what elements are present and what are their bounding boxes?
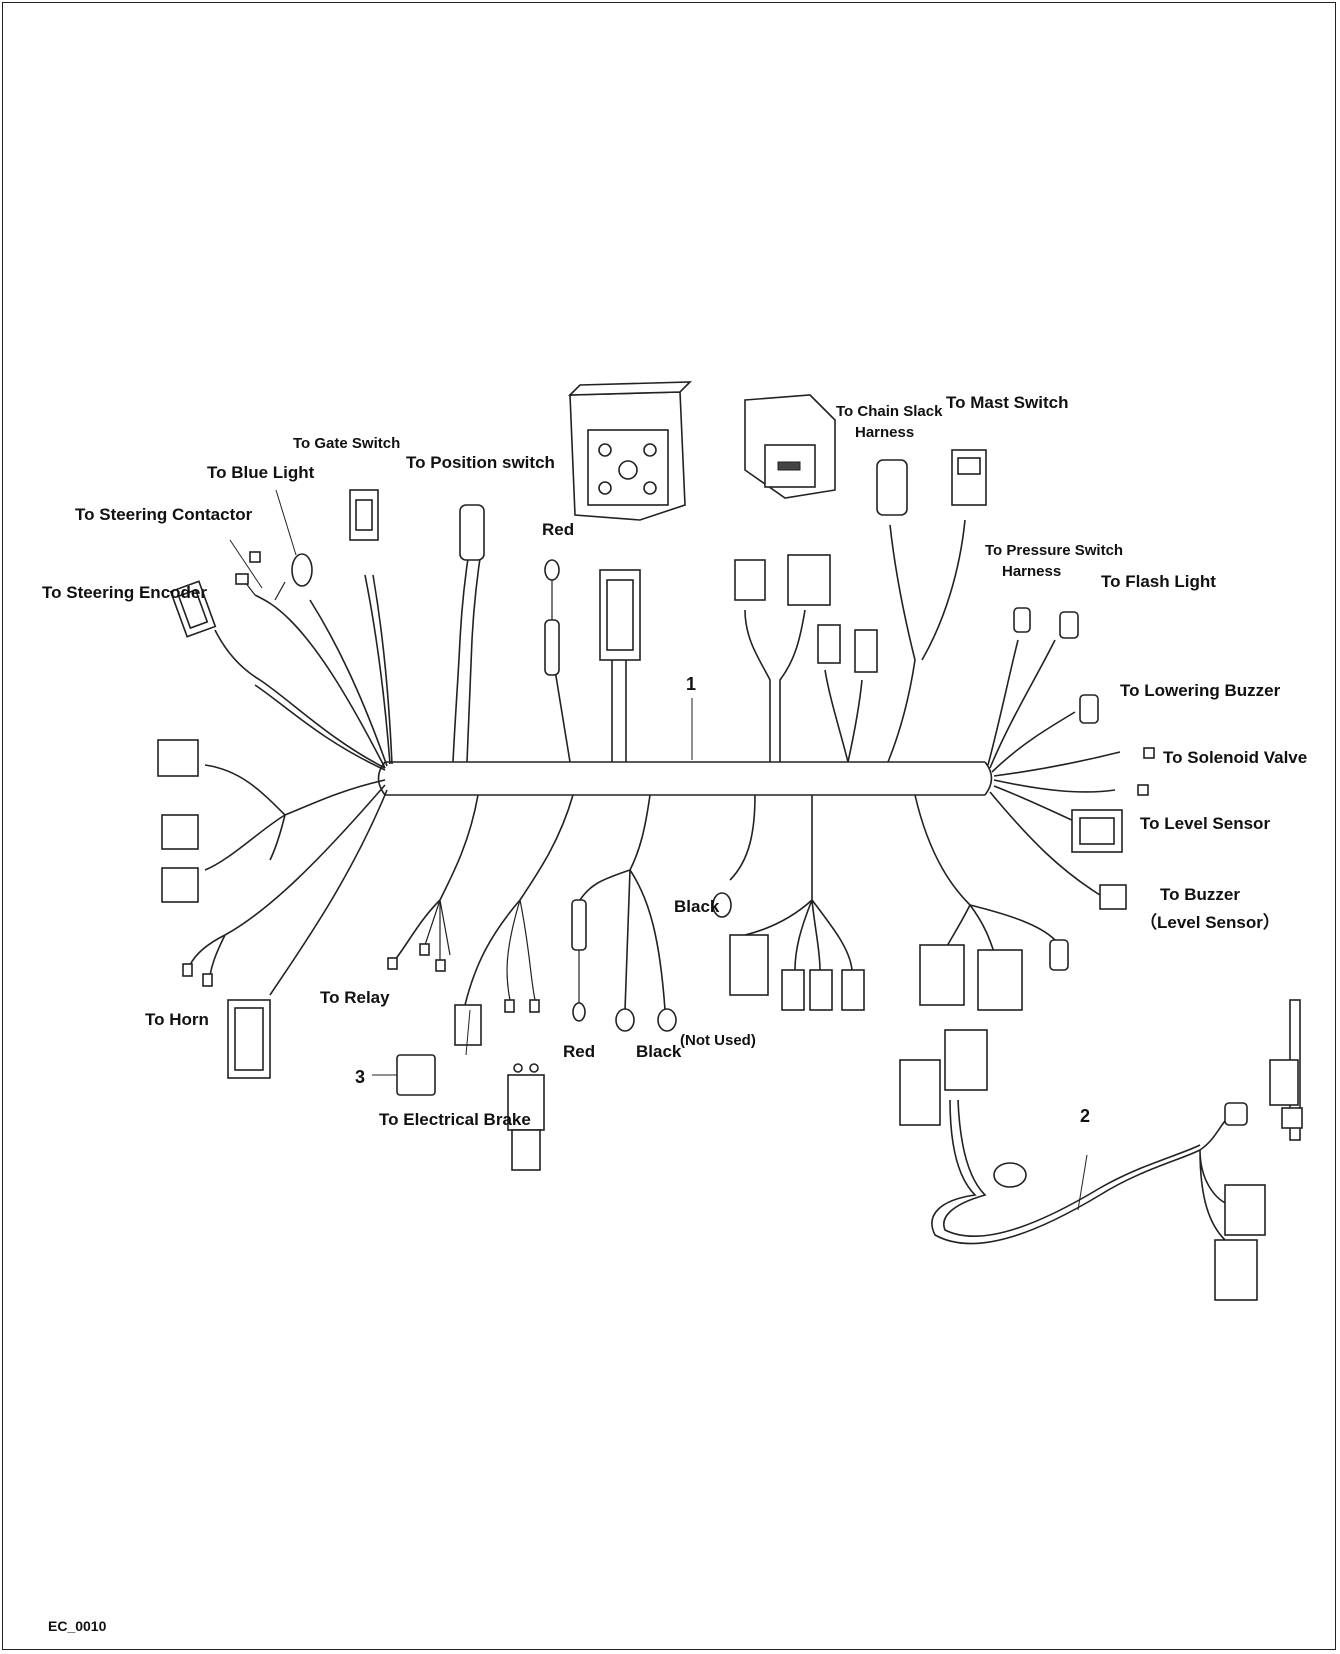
- branch-twin-connectors: [734, 554, 831, 762]
- branch-electrical-brake: [454, 794, 574, 1046]
- label-electrical-brake: To Electrical Brake: [379, 1110, 531, 1129]
- branch-black-mid: [712, 794, 756, 918]
- contactor-body: [507, 1063, 545, 1171]
- controller-module: [568, 381, 692, 521]
- label-not-used: (Not Used): [680, 1032, 756, 1049]
- labels: 1 2 3 To Steering Encoder To Steering Co…: [42, 393, 1307, 1129]
- branch-position-switch: [452, 504, 485, 763]
- label-solenoid-valve: To Solenoid Valve: [1163, 748, 1307, 767]
- branch-gate-switch: [349, 489, 393, 765]
- branch-left-plugs: [157, 739, 386, 903]
- branch-red-top: [544, 559, 571, 763]
- branch-quad-plugs: [729, 795, 865, 1011]
- branch-mast-switch: [921, 449, 987, 661]
- callout-3: 3: [355, 1067, 365, 1087]
- label-buzzer-2: （Level Sensor）: [1140, 912, 1280, 932]
- branch-pressure-switch: [987, 607, 1031, 766]
- branch-red-black-leads: [571, 794, 677, 1032]
- sub-harness-2: [899, 999, 1303, 1301]
- label-red-top: Red: [542, 520, 574, 539]
- label-steering-encoder: To Steering Encoder: [42, 583, 207, 602]
- label-mast-switch: To Mast Switch: [946, 393, 1068, 412]
- branch-buzzer: [989, 791, 1127, 910]
- label-chain-slack-2: Harness: [855, 424, 914, 441]
- label-steering-contactor: To Steering Contactor: [75, 505, 253, 524]
- branch-chain-slack: [876, 459, 916, 763]
- label-pressure-switch-1: To Pressure Switch: [985, 542, 1123, 559]
- label-red-bottom: Red: [563, 1042, 595, 1061]
- branch-right-bottom-plugs: [914, 794, 1069, 1011]
- branch-flash-light: [989, 611, 1079, 769]
- branch-relay: [387, 794, 479, 972]
- branch-steering-contactor: [235, 551, 386, 769]
- branch-level-sensor: [993, 785, 1123, 853]
- main-harness-trunk: [377, 761, 993, 796]
- label-level-sensor: To Level Sensor: [1140, 814, 1270, 833]
- label-blue-light: To Blue Light: [207, 463, 315, 482]
- label-flash-light: To Flash Light: [1101, 572, 1216, 591]
- branch-bottom-left-plug: [227, 789, 388, 1079]
- label-pressure-switch-2: Harness: [1002, 563, 1061, 580]
- label-horn: To Horn: [145, 1010, 209, 1029]
- display-module: [744, 394, 836, 499]
- branch-small-pair: [817, 624, 878, 763]
- relay-item-3: [372, 1054, 436, 1096]
- branch-solenoid-valve: [993, 747, 1155, 796]
- label-black-mid: Black: [674, 897, 720, 916]
- label-lowering-buzzer: To Lowering Buzzer: [1120, 681, 1281, 700]
- branch-lowering-buzzer: [991, 694, 1099, 773]
- label-black-bottom: Black: [636, 1042, 682, 1061]
- branch-blue-light: [291, 553, 388, 767]
- drawing-code: EC_0010: [48, 1618, 107, 1634]
- callout-1: 1: [686, 674, 696, 694]
- label-buzzer-1: To Buzzer: [1160, 885, 1240, 904]
- label-position-switch: To Position switch: [406, 453, 555, 472]
- label-gate-switch: To Gate Switch: [293, 435, 400, 452]
- label-chain-slack-1: To Chain Slack: [836, 403, 943, 420]
- callout-2: 2: [1080, 1106, 1090, 1126]
- branch-horn: [182, 784, 386, 987]
- label-relay: To Relay: [320, 988, 390, 1007]
- branch-steering-encoder: [169, 580, 386, 771]
- branch-controller-plug: [599, 569, 641, 762]
- leader-lines: [229, 489, 1088, 1211]
